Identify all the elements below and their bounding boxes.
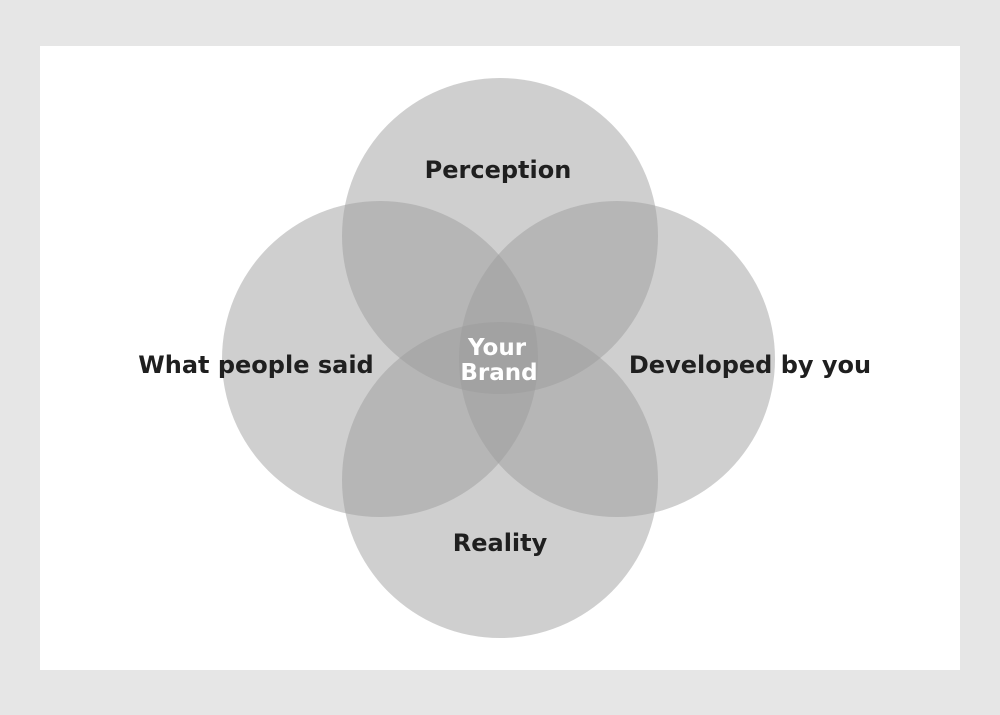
circle-reality	[342, 322, 658, 638]
circle-perception	[342, 78, 658, 394]
circle-developed-by-you	[459, 201, 775, 517]
center-label-line2: Brand	[460, 360, 537, 386]
center-label-line1: Your	[467, 335, 527, 361]
circle-what-people-said	[222, 201, 538, 517]
diagram-panel	[40, 46, 960, 670]
label-perception: Perception	[425, 156, 572, 184]
label-what-people-said: What people said	[138, 351, 373, 379]
venn-circles	[222, 78, 775, 638]
label-reality: Reality	[453, 529, 548, 557]
label-developed-by-you: Developed by you	[629, 351, 871, 379]
